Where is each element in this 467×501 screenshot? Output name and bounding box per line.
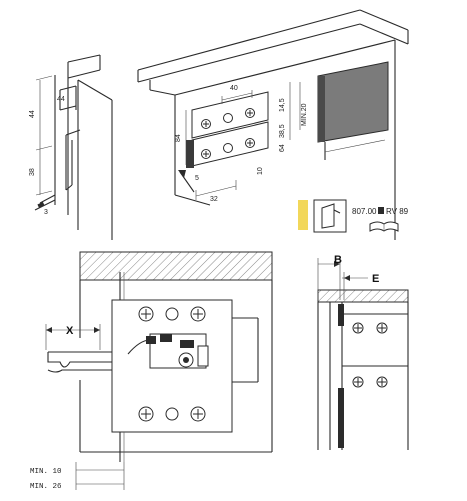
legend-accent-bar <box>298 200 308 230</box>
legend-code: 807.00 <box>352 207 377 216</box>
dim-5: 5 <box>195 175 199 182</box>
book-icon <box>369 221 399 232</box>
dim-32: 32 <box>210 196 218 203</box>
dim-38: 38 <box>29 168 36 176</box>
dim-14-5: 14,5 <box>279 98 286 112</box>
section-view: X MIN. 10 MIN. 26 <box>30 251 273 491</box>
min-10-label: MIN. 10 <box>30 468 62 476</box>
min-26-label: MIN. 26 <box>30 483 62 491</box>
dim-84: 84 <box>175 134 182 142</box>
dim-3: 3 <box>44 209 48 216</box>
legend-product-code: 807.00 RV 89 <box>298 199 409 233</box>
dim-44: 44 <box>29 110 36 118</box>
dim-10: 10 <box>257 167 264 175</box>
dim-38-5: 38,5 <box>279 124 286 138</box>
label-e: E <box>372 273 379 285</box>
label-x: X <box>66 325 74 337</box>
dim-min-20: MIN.20 <box>301 103 308 126</box>
dim-44b: 44 <box>57 96 65 103</box>
b-e-detail: B E <box>317 254 409 450</box>
dim-64: 64 <box>279 144 286 152</box>
label-b: B <box>334 254 342 266</box>
top-left-corner-detail: 44 38 3 44 <box>29 54 113 240</box>
dim-40: 40 <box>230 85 238 92</box>
legend-code-suffix: RV 89 <box>386 207 409 216</box>
perspective-view: 40 84 38,5 14,5 MIN.20 64 10 32 5 <box>137 9 409 240</box>
